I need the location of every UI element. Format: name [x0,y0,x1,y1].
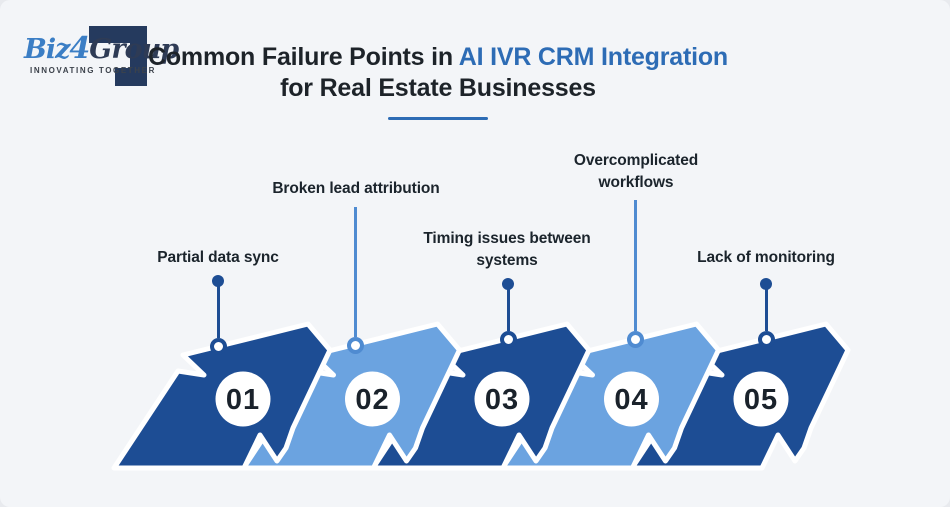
step-2-label: Broken lead attribution [272,180,440,197]
step-4-connector-line [633,200,637,331]
logo-wordmark: Biz4Group [24,31,179,66]
title-underline [388,117,488,120]
title-line-1: Common Failure Points in AI IVR CRM Inte… [140,42,736,73]
logo-bracket-icon [89,26,147,86]
step-2-connector-line [353,207,357,337]
step-5-label: Lack of monitoring [697,249,835,266]
step-5-number: 05 [744,384,778,416]
step-4-number: 04 [614,384,648,416]
step-1-number: 01 [226,384,260,416]
step-1-connector-ring [209,337,227,355]
page-title: Common Failure Points in AI IVR CRM Inte… [140,42,736,120]
step-5-connector-line [764,284,768,331]
step-1-label: Partial data sync [157,249,279,266]
arrow-step-1: 01 [111,321,333,471]
title-line-2: for Real Estate Businesses [280,74,596,102]
title-prefix: Common Failure Points in [148,43,459,71]
step-3-number: 03 [485,384,519,416]
step-5-connector-ring [757,330,775,348]
logo-word-4: 4 [69,31,90,66]
logo-word-group: Group [89,34,179,65]
step-3-label: Timing issues between systems [423,230,591,269]
step-4-connector-ring [626,330,644,348]
biz4group-logo: Biz4Group INNOVATING TOGETHER [0,0,180,100]
logo-word-biz: Biz [24,34,70,65]
step-2-number: 02 [355,384,389,416]
step-3-connector-line [506,284,510,331]
step-1-connector-line [216,281,220,338]
step-3-connector-ring [499,330,517,348]
step-4-label: Overcomplicated workflows [573,152,699,191]
arrow-step-3: 03 [370,321,592,471]
title-highlight: AI IVR CRM Integration [458,43,728,71]
step-2-connector-ring [346,336,364,354]
logo-tagline: INNOVATING TOGETHER [30,66,156,75]
